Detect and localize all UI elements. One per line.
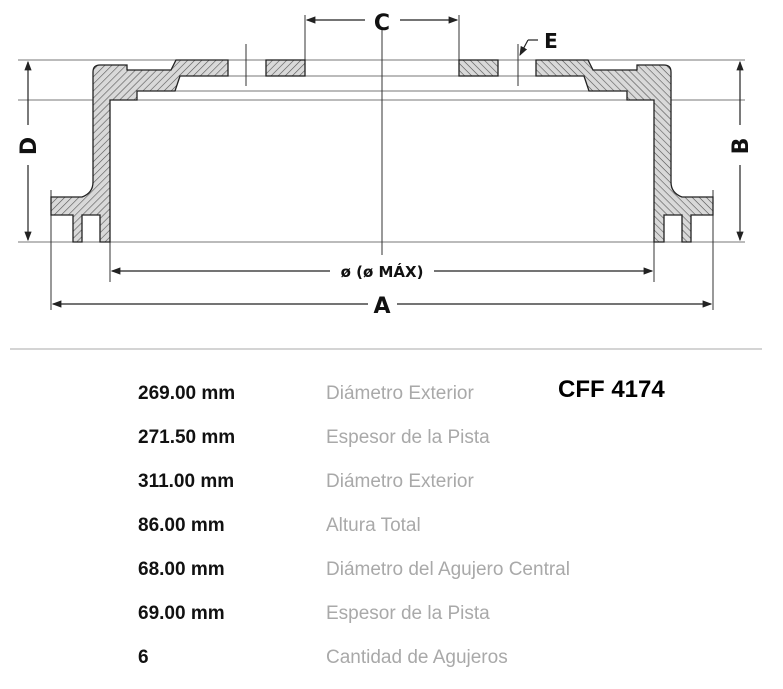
label-d: D bbox=[17, 137, 42, 155]
spec-value: 271.50 mm bbox=[138, 427, 236, 448]
brake-drum-diagram: C E A ø (ø MÁX) D B bbox=[17, 11, 754, 319]
label-a: A bbox=[373, 294, 390, 319]
spec-description: Diámetro Exterior bbox=[326, 471, 474, 492]
label-e: E bbox=[544, 29, 558, 53]
divider bbox=[10, 348, 762, 350]
spec-value: 311.00 mm bbox=[138, 471, 235, 492]
spec-description: Cantidad de Agujeros bbox=[326, 647, 508, 668]
spec-value: 68.00 mm bbox=[138, 559, 225, 580]
dimension-lines bbox=[24, 16, 744, 308]
spec-description: Espesor de la Pista bbox=[326, 603, 490, 624]
drum-section-left bbox=[50, 59, 306, 243]
label-c: C bbox=[374, 11, 390, 36]
label-b: B bbox=[729, 138, 754, 155]
reference-lines bbox=[18, 15, 745, 310]
spec-value: 86.00 mm bbox=[138, 515, 225, 536]
spec-value: 269.00 mm bbox=[138, 383, 236, 404]
spec-description: Diámetro Exterior bbox=[326, 383, 474, 404]
spec-value: 69.00 mm bbox=[138, 603, 225, 624]
spec-description: Diámetro del Agujero Central bbox=[326, 559, 570, 580]
spec-description: Espesor de la Pista bbox=[326, 427, 490, 448]
drum-section-right bbox=[458, 59, 714, 243]
label-diameter: ø (ø MÁX) bbox=[341, 262, 424, 281]
spec-description: Altura Total bbox=[326, 515, 421, 536]
part-number: CFF 4174 bbox=[558, 376, 665, 403]
spec-value: 6 bbox=[138, 647, 149, 668]
